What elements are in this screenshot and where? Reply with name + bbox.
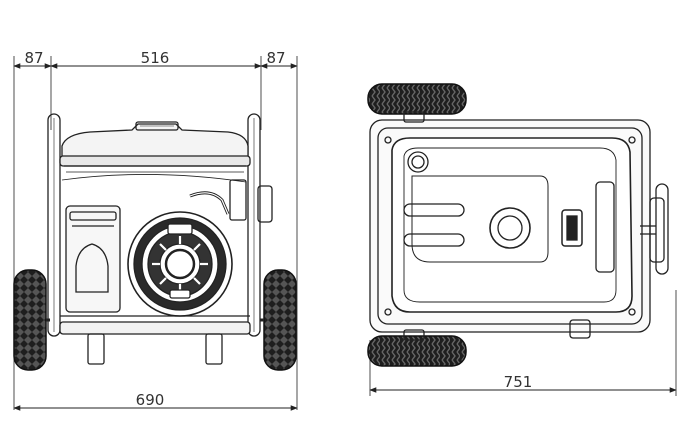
front-view [13,113,297,371]
dim-front-center-width: 516 [141,49,170,67]
dim-top-overall-length: 751 [504,373,533,391]
dim-front-right-overhang: 87 [266,49,285,67]
top-view [367,83,669,367]
dim-front-overall-width: 690 [136,391,165,409]
dim-front-left-overhang: 87 [24,49,43,67]
